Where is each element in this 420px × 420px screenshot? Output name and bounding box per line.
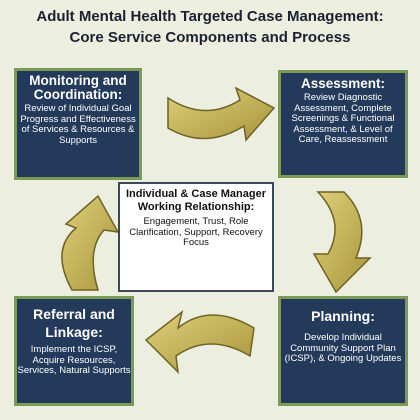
title-line-1: Adult Mental Health Targeted Case Manage… <box>36 8 384 25</box>
curved-arrow-right-icon <box>167 86 276 142</box>
working-relationship-box: Individual & Case Manager Working Relati… <box>118 182 274 292</box>
relationship-body: Engagement, Trust, Role Clarification, S… <box>129 216 263 248</box>
planning-box: Planning: Develop Individual Community S… <box>278 296 408 406</box>
monitoring-body: Review of Individual Goal Progress and E… <box>20 103 136 146</box>
monitoring-coordination-box: Monitoring and Coordination: Review of I… <box>14 68 142 180</box>
title-line-2: Core Service Components and Process <box>69 29 351 46</box>
curved-arrow-down-icon <box>312 191 372 294</box>
diagram-title: Adult Mental Health Targeted Case Manage… <box>0 6 420 48</box>
assessment-heading: Assessment: <box>300 76 386 91</box>
curved-arrow-left-icon <box>144 310 255 375</box>
planning-body: Develop Individual Community Support Pla… <box>284 332 402 364</box>
monitoring-heading: Monitoring and Coordination: <box>29 73 127 102</box>
planning-heading: Planning: <box>311 308 375 324</box>
assessment-body: Review Diagnostic Assessment, Complete S… <box>291 92 395 145</box>
referral-heading: Referral and Linkage: <box>33 306 115 340</box>
referral-body: Implement the ICSP, Acquire Resources, S… <box>17 344 131 376</box>
referral-linkage-box: Referral and Linkage: Implement the ICSP… <box>14 296 134 406</box>
relationship-heading: Individual & Case Manager Working Relati… <box>126 188 266 213</box>
assessment-box: Assessment: Review Diagnostic Assessment… <box>278 70 408 178</box>
curved-arrow-up-icon <box>61 194 120 291</box>
